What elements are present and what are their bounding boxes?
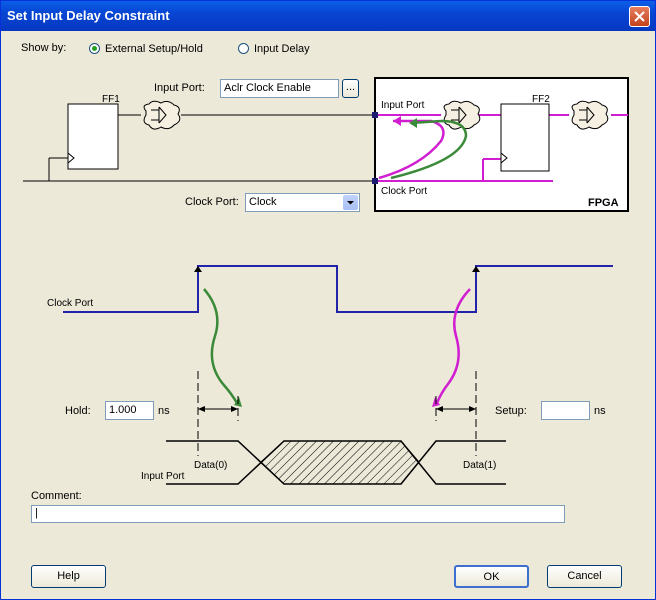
hold-input[interactable]: 1.000 xyxy=(105,401,154,420)
fpga-clock-port-label: Clock Port xyxy=(381,186,428,197)
setup-unit: ns xyxy=(594,405,606,417)
radio-input-delay[interactable] xyxy=(238,43,249,54)
cloud-icon xyxy=(143,100,181,130)
clock-waveform-label: Clock Port xyxy=(47,298,94,309)
ff2-label: FF2 xyxy=(532,94,550,105)
radio-external-setup-hold-label[interactable]: External Setup/Hold xyxy=(105,43,203,55)
fpga-label: FPGA xyxy=(588,197,619,209)
close-button[interactable] xyxy=(629,6,650,27)
clock-port-select[interactable]: Clock xyxy=(245,193,360,212)
input-port-browse-button[interactable]: ... xyxy=(342,79,359,98)
clock-waveform xyxy=(63,265,613,313)
hold-unit: ns xyxy=(158,405,170,417)
setup-label: Setup: xyxy=(495,405,527,417)
schematic xyxy=(23,77,629,212)
input-port-field[interactable]: Aclr Clock Enable xyxy=(220,79,339,98)
show-by-label: Show by: xyxy=(21,42,67,54)
window-title: Set Input Delay Constraint xyxy=(7,8,170,23)
title-bar[interactable]: Set Input Delay Constraint xyxy=(1,1,655,31)
setup-input[interactable] xyxy=(541,401,590,420)
input-waveform xyxy=(166,440,506,485)
comment-input[interactable]: | xyxy=(31,505,565,523)
close-icon xyxy=(634,11,645,22)
radio-external-setup-hold[interactable] xyxy=(89,43,100,54)
input-waveform-label: Input Port xyxy=(141,471,185,482)
chevron-down-icon[interactable] xyxy=(343,195,358,210)
ff1-block xyxy=(67,103,119,170)
data1-label: Data(1) xyxy=(463,460,497,471)
input-port-label: Input Port: xyxy=(154,82,205,94)
help-button[interactable]: Help xyxy=(31,565,106,588)
ff1-label: FF1 xyxy=(102,94,120,105)
cloud-icon xyxy=(571,100,609,130)
ok-button[interactable]: OK xyxy=(454,565,529,588)
clock-port-value: Clock xyxy=(249,196,277,208)
comment-label: Comment: xyxy=(31,490,82,502)
radio-input-delay-label[interactable]: Input Delay xyxy=(254,43,310,55)
hold-label: Hold: xyxy=(65,405,91,417)
cancel-button[interactable]: Cancel xyxy=(547,565,622,588)
data0-label: Data(0) xyxy=(194,460,228,471)
fpga-input-port-label: Input Port xyxy=(381,100,425,111)
ff2-block xyxy=(500,103,550,172)
clock-port-label: Clock Port: xyxy=(185,196,239,208)
